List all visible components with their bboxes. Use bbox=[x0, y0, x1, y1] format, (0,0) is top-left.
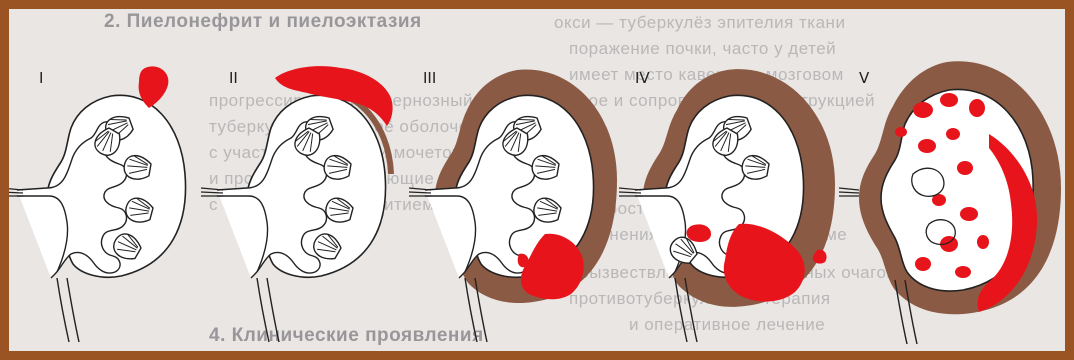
stage-2-kidney bbox=[201, 66, 393, 342]
stage-5-kidney bbox=[839, 61, 1061, 344]
scanned-page: 2. Пиелонефрит и пиелоэктазия окси — туб… bbox=[9, 9, 1065, 351]
stage-label-1: I bbox=[39, 69, 43, 87]
stage-3-kidney bbox=[409, 69, 617, 342]
stage-label-5: V bbox=[859, 69, 870, 87]
stage-label-2: II bbox=[229, 69, 238, 87]
stage-label-3: III bbox=[423, 69, 436, 87]
stage-4-lesion-small bbox=[687, 224, 712, 242]
kidney-stages-figure: I II bbox=[9, 9, 1065, 351]
stage-4-kidney bbox=[619, 69, 835, 342]
stage-label-4: IV bbox=[635, 69, 650, 87]
stage-1-kidney bbox=[9, 66, 186, 342]
